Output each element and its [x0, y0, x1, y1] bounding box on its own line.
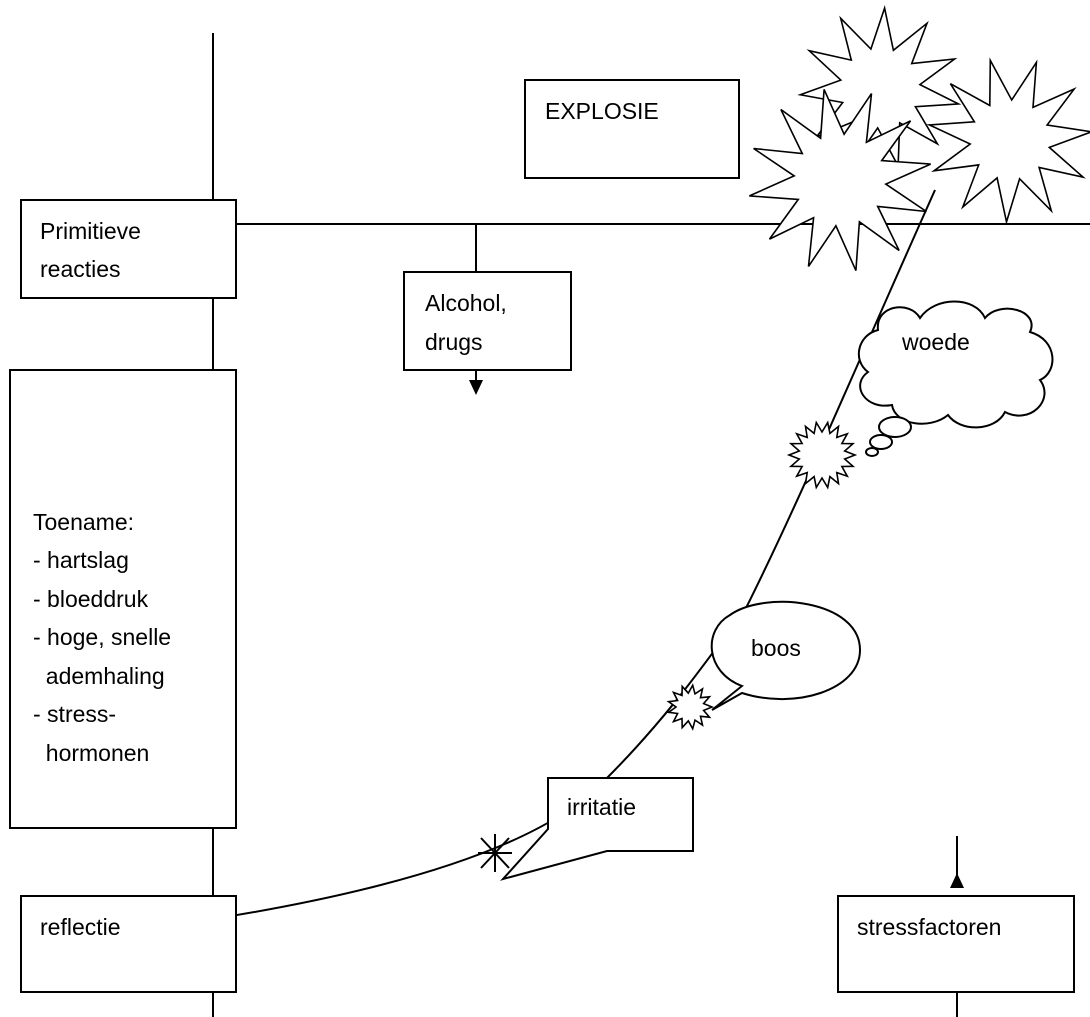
- toename-label-line4: - hoge, snelle: [33, 624, 171, 650]
- explosie-box: [524, 79, 740, 179]
- up-arrow-head: [950, 873, 964, 888]
- primitieve-label-line1: Primitieve: [40, 218, 141, 244]
- boos-bubble: [710, 600, 862, 711]
- alcohol-box: [403, 271, 572, 371]
- explosion-star-1: [749, 89, 931, 271]
- toename-label-line5: ademhaling: [33, 663, 165, 689]
- primitieve-label-line2: reacties: [40, 256, 121, 282]
- woede-cloud-dot-1: [878, 416, 912, 438]
- irritatie-label: irritatie: [567, 794, 636, 820]
- toename-box: [9, 369, 237, 829]
- toename-label-line1: Toename:: [33, 509, 134, 535]
- escalation-curve: [212, 189, 936, 920]
- primitieve-box: [20, 199, 237, 299]
- alcohol-label-line1: Alcohol,: [425, 290, 507, 316]
- toename-label-line7: hormonen: [33, 740, 149, 766]
- alcohol-label-line2: drugs: [425, 329, 483, 355]
- reflectie-label: reflectie: [40, 914, 121, 940]
- spark-star-l4: [480, 837, 510, 869]
- woede-cloud-dot-3: [865, 447, 879, 457]
- stressfactoren-label: stressfactoren: [857, 914, 1001, 940]
- toename-label-line3: - bloeddruk: [33, 586, 149, 612]
- explosie-label: EXPLOSIE: [545, 98, 659, 124]
- boos-label: boos: [751, 635, 801, 661]
- toename-label-line2: - hartslag: [33, 547, 129, 573]
- woede-cloud: [858, 300, 1054, 429]
- toename-label-line6: - stress-: [33, 701, 116, 727]
- explosion-star-3: [926, 57, 1090, 226]
- reflectie-box: [20, 895, 237, 993]
- woede-cloud-dot-2: [869, 434, 893, 450]
- stressfactoren-box: [837, 895, 1075, 993]
- small-star-woede: [786, 420, 858, 490]
- small-star-boos: [666, 683, 715, 731]
- down-arrow-head: [469, 380, 483, 395]
- irritatie-callout: [499, 777, 694, 881]
- woede-label: woede: [901, 329, 970, 355]
